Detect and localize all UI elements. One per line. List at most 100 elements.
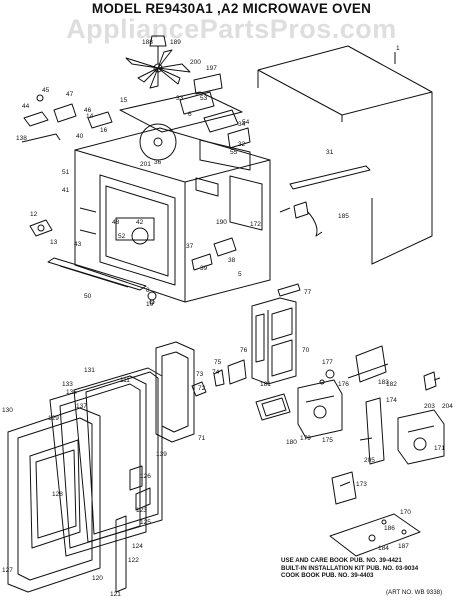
part-label: 53 xyxy=(200,95,208,102)
part-label: 203 xyxy=(424,403,435,410)
waveguide-duct xyxy=(359,397,385,465)
part-label: 74 xyxy=(212,369,220,376)
part-label: 72 xyxy=(198,385,206,392)
part-label: 75 xyxy=(214,359,222,366)
part-label: 171 xyxy=(434,445,445,452)
part-label: 181 xyxy=(260,381,271,388)
part-label: 73 xyxy=(196,371,204,378)
part-label: 40 xyxy=(76,133,84,140)
part-label: 176 xyxy=(338,381,349,388)
part-label: 183 xyxy=(378,379,389,386)
part-label: 46 xyxy=(84,107,92,114)
part-label: 51 xyxy=(62,169,70,176)
lamp-socket xyxy=(255,393,291,421)
part-label: 133 xyxy=(62,381,73,388)
outer-cabinet xyxy=(257,45,433,265)
part-label: 131 xyxy=(84,367,95,374)
part-label: 200 xyxy=(190,59,201,66)
part-label: 44 xyxy=(22,103,30,110)
part-label: 197 xyxy=(206,65,217,72)
part-label: 38 xyxy=(228,257,236,264)
part-label: 204 xyxy=(442,403,453,410)
mounting-bracket xyxy=(347,345,389,383)
part-label: 47 xyxy=(66,91,74,98)
part-label: 173 xyxy=(356,481,367,488)
part-label: 170 xyxy=(400,509,411,516)
part-label: 201 xyxy=(140,161,151,168)
publication-notes: USE AND CARE BOOK PUB. NO. 39-4421 BUILT… xyxy=(281,557,418,580)
part-label: 76 xyxy=(240,347,248,354)
part-label: 122 xyxy=(128,557,139,564)
magnetron xyxy=(297,369,343,439)
part-label: 1 xyxy=(396,45,400,52)
part-label: 188 xyxy=(142,39,153,46)
base-plate xyxy=(47,257,147,291)
control-panel xyxy=(251,283,301,385)
part-label: 39 xyxy=(200,265,208,272)
part-label: 12 xyxy=(30,211,38,218)
part-label: 8 xyxy=(146,287,150,294)
capacitor-bracket xyxy=(423,371,441,391)
interlock-switch xyxy=(331,471,357,505)
part-label: 77 xyxy=(304,289,312,296)
part-label: 50 xyxy=(84,293,92,300)
pub-line: BUILT-IN INSTALLATION KIT PUB. NO. 03-90… xyxy=(281,564,419,572)
part-label: 184 xyxy=(378,545,389,552)
part-label: 45 xyxy=(42,87,50,94)
part-label: 125 xyxy=(140,519,151,526)
part-label: 43 xyxy=(74,241,82,248)
left-small-parts xyxy=(21,94,113,237)
part-label: 174 xyxy=(386,397,397,404)
part-label: 137 xyxy=(76,403,87,410)
part-label: 14 xyxy=(86,113,94,120)
part-label: 129 xyxy=(48,415,59,422)
part-label: 48 xyxy=(112,219,120,226)
part-label: 6 xyxy=(188,111,192,118)
pub-line: COOK BOOK PUB. NO. 39-4403 xyxy=(281,572,374,580)
power-cord xyxy=(279,201,323,237)
oven-cavity xyxy=(74,91,271,303)
part-label: 70 xyxy=(302,347,310,354)
part-label: 37 xyxy=(186,243,194,250)
part-label: 111 xyxy=(120,377,130,384)
part-label: 123 xyxy=(136,507,147,514)
latch-parts xyxy=(191,359,247,397)
part-label: 175 xyxy=(322,437,333,444)
trim-strip xyxy=(289,165,371,190)
part-label: 54 xyxy=(242,119,250,126)
part-label: 55 xyxy=(230,149,238,156)
part-label: 172 xyxy=(250,221,261,228)
part-label: 41 xyxy=(62,187,70,194)
part-label: 10 xyxy=(146,301,154,308)
part-label: 180 xyxy=(286,439,297,446)
bottom-small-parts xyxy=(147,237,237,305)
part-label: 32 xyxy=(238,141,246,148)
part-label: 13 xyxy=(50,239,58,246)
diagram-title: MODEL RE9430A1 ,A2 MICROWAVE OVEN xyxy=(91,1,372,16)
part-label: 31 xyxy=(326,149,334,156)
upper-small-parts xyxy=(179,73,251,149)
part-label: 15 xyxy=(120,97,128,104)
door-assembly xyxy=(7,367,163,593)
part-label: 190 xyxy=(216,219,227,226)
pub-line: USE AND CARE BOOK PUB. NO. 39-4421 xyxy=(281,557,402,564)
part-label: 186 xyxy=(384,525,395,532)
part-label: 16 xyxy=(100,127,108,134)
part-label: 138 xyxy=(16,135,27,142)
part-label: 121 xyxy=(110,591,121,598)
part-label: 120 xyxy=(92,575,103,582)
part-label: 71 xyxy=(198,435,206,442)
part-label: 185 xyxy=(338,213,349,220)
part-label: 135 xyxy=(66,389,77,396)
part-label: 139 xyxy=(156,451,167,458)
part-label: 182 xyxy=(386,381,397,388)
watermark: AppliancePartsPros.com xyxy=(66,14,397,44)
part-label: 42 xyxy=(136,219,144,226)
part-label: 33 xyxy=(176,95,184,102)
part-label: 34 xyxy=(238,121,246,128)
art-number: (ART NO. WB 9338) xyxy=(386,589,443,596)
part-label: 177 xyxy=(322,359,333,366)
